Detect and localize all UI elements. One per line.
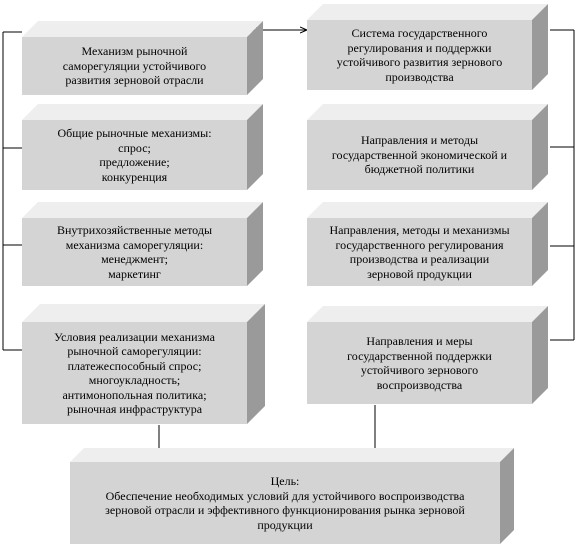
- box-side-face: [532, 202, 548, 286]
- box-front-face: [22, 218, 247, 286]
- box-text-line: государственного регулирования: [335, 237, 504, 252]
- box-text-line: государственной экономической и: [331, 147, 508, 162]
- box-side-face: [532, 104, 548, 190]
- box-front-face: [307, 218, 532, 286]
- box-side-face: [532, 306, 548, 404]
- box-text-line: воспроизводства: [376, 377, 463, 392]
- box-top-face: [70, 448, 514, 462]
- box-front-face: [70, 462, 500, 544]
- box-text-line: производства и реализации: [349, 252, 490, 266]
- box-top-face: [307, 104, 548, 120]
- box-text-line: менеджмент;: [101, 252, 168, 266]
- box-text-line: предложение;: [99, 155, 170, 169]
- box-text-line: государственной поддержки: [347, 348, 492, 363]
- box-text-line: Направления и меры: [366, 334, 473, 348]
- box-front-face: [22, 37, 247, 95]
- box-text-line: механизма саморегуляции:: [65, 237, 204, 252]
- left-box-1: Общие рыночные механизмы:спрос;предложен…: [22, 120, 247, 190]
- box-text-line: антимонопольная политика;: [62, 387, 207, 402]
- box-text-line: Направления, методы и механизмы: [329, 223, 510, 237]
- box-front-face: [307, 322, 532, 404]
- box-text-line: устойчивого развития зернового: [336, 55, 503, 69]
- box-text-line: Направления и методы: [360, 133, 479, 148]
- box-text-line: многоукладность;: [88, 373, 181, 387]
- box-top-face: [22, 21, 263, 37]
- box-text-line: устойчивого зернового: [360, 363, 479, 377]
- box-top-face: [22, 104, 263, 120]
- box-text-line: Обеспечение необходимых условий для усто…: [105, 488, 465, 503]
- box-text-line: продукции: [257, 517, 313, 532]
- box-text-line: Цель:: [270, 474, 300, 488]
- box-text-line: саморегуляции устойчивого: [62, 58, 207, 73]
- box-text-line: рыночной саморегуляции:: [67, 344, 202, 358]
- box-text-line: Система государственного: [351, 26, 488, 40]
- goal-box: Цель:Обеспечение необходимых условий для…: [70, 462, 500, 544]
- box-top-face: [307, 306, 548, 322]
- box-side-face: [247, 104, 263, 190]
- box-front-face: [307, 20, 532, 90]
- box-front-face: [307, 120, 532, 190]
- box-text-line: Общие рыночные механизмы:: [57, 126, 212, 140]
- box-text-line: платежеспособный спрос;: [67, 358, 202, 373]
- box-text-line: спрос;: [118, 140, 151, 155]
- box-side-face: [500, 448, 514, 544]
- box-text-line: рыночная инфраструктура: [66, 402, 203, 416]
- box-text-line: Внутрихозяйственные методы: [56, 223, 212, 237]
- box-text-line: зерновой продукции: [367, 266, 472, 281]
- box-text-line: зерновой отрасли и эффективного функцион…: [105, 503, 465, 517]
- box-front-face: [22, 120, 247, 190]
- box-top-face: [307, 202, 548, 218]
- box-text-line: Механизм рыночной: [81, 44, 188, 59]
- box-side-face: [532, 4, 548, 90]
- box-top-face: [307, 4, 548, 20]
- box-text-line: регулирования и поддержки: [347, 40, 492, 55]
- box-top-face: [22, 304, 265, 322]
- box-side-face: [247, 21, 263, 95]
- box-text-line: конкуренция: [101, 169, 168, 184]
- box-front-face: [22, 322, 247, 424]
- left-bracket: [2, 31, 22, 351]
- box-top-face: [22, 202, 263, 218]
- right-bracket: [550, 29, 575, 341]
- box-text-line: Условия реализации механизма: [54, 329, 215, 344]
- box-side-face: [247, 202, 263, 286]
- box-text-line: производства: [385, 69, 454, 84]
- box-text-line: бюджетной политики: [364, 162, 475, 177]
- box-text-line: развития зерновой отрасли: [65, 73, 204, 88]
- box-side-face: [247, 304, 265, 424]
- box-text-line: маркетинг: [108, 266, 161, 281]
